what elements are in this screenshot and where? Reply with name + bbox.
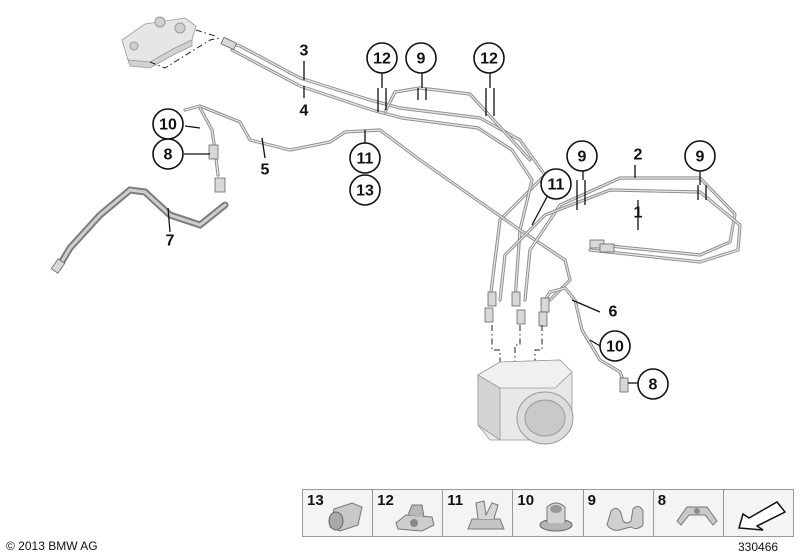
callout-12-right: 12 (473, 42, 505, 74)
callout-10-left: 10 (152, 108, 184, 140)
svg-text:1: 1 (634, 205, 643, 222)
brake-pipe-5 (183, 104, 572, 302)
callout-6: 6 (609, 304, 618, 321)
svg-text:8: 8 (649, 377, 658, 394)
svg-text:10: 10 (159, 117, 177, 134)
callout-9-middle: 9 (566, 140, 598, 172)
legend-item-10: 10 (513, 490, 584, 536)
callout-2: 2 (634, 147, 643, 164)
svg-text:12: 12 (480, 51, 498, 68)
legend-item-9: 9 (583, 490, 654, 536)
brake-pipe-3-4 (223, 40, 547, 302)
callout-9-right: 9 (684, 140, 716, 172)
hydraulic-unit (477, 359, 574, 445)
svg-text:2: 2 (634, 147, 643, 164)
callout-8-left: 8 (152, 138, 184, 170)
callout-12-left: 12 (366, 42, 398, 74)
callout-9-top: 9 (405, 42, 437, 74)
callout-7: 7 (166, 233, 175, 250)
svg-text:11: 11 (357, 151, 374, 168)
svg-text:9: 9 (417, 51, 426, 68)
diagram-reference-number: 330466 (738, 540, 779, 554)
pipe-clip-icon (328, 502, 363, 532)
callout-13: 13 (349, 174, 381, 206)
bracket-clip-icon (467, 500, 506, 530)
svg-text:6: 6 (609, 304, 618, 321)
callout-11-left: 11 (349, 142, 381, 174)
leader-lines (167, 61, 701, 384)
copyright-text: © 2013 BMW AG (6, 539, 98, 553)
svg-text:9: 9 (578, 149, 587, 166)
brake-pipe-6 (543, 286, 627, 387)
pipe-fittings (208, 36, 629, 393)
svg-text:11: 11 (548, 177, 565, 194)
master-cylinder (121, 16, 197, 69)
svg-text:7: 7 (166, 233, 175, 250)
svg-text:5: 5 (261, 162, 270, 179)
callout-5: 5 (261, 162, 270, 179)
legend-label: 11 (447, 492, 464, 509)
svg-text:13: 13 (356, 183, 374, 200)
callout-10-right: 10 (599, 330, 631, 362)
legend-item-11: 11 (443, 490, 514, 536)
callout-4: 4 (300, 103, 309, 120)
double-clip-icon (395, 504, 435, 532)
legend-item-12: 12 (373, 490, 444, 536)
svg-text:10: 10 (606, 339, 624, 356)
legend-label: 8 (657, 492, 667, 509)
legend-label: 12 (377, 492, 394, 509)
legend-item-8: 8 (653, 490, 724, 536)
legend-label: 10 (517, 492, 535, 509)
callout-11-right: 11 (540, 168, 572, 200)
svg-text:8: 8 (164, 147, 173, 164)
legend-label: 9 (587, 492, 596, 509)
pipe-holder-icon (606, 505, 644, 531)
svg-text:3: 3 (300, 43, 309, 60)
legend-label: 13 (307, 492, 324, 509)
brake-hose-7 (50, 177, 229, 274)
legend-item-13: 13 (303, 490, 374, 536)
svg-text:12: 12 (373, 51, 391, 68)
brake-pipe-1-2 (498, 176, 742, 302)
clip-brackets (377, 88, 707, 210)
callout-1: 1 (634, 205, 643, 222)
parts-legend: 13 12 11 10 9 8 (302, 489, 794, 537)
arrow-icon (738, 501, 787, 531)
svg-text:9: 9 (696, 149, 705, 166)
hose-bracket-icon (676, 506, 718, 526)
legend-item-arrow (723, 490, 793, 536)
callout-3: 3 (300, 43, 309, 60)
grommet-icon (539, 502, 573, 532)
callout-8-right: 8 (637, 368, 669, 400)
svg-text:4: 4 (300, 103, 309, 120)
